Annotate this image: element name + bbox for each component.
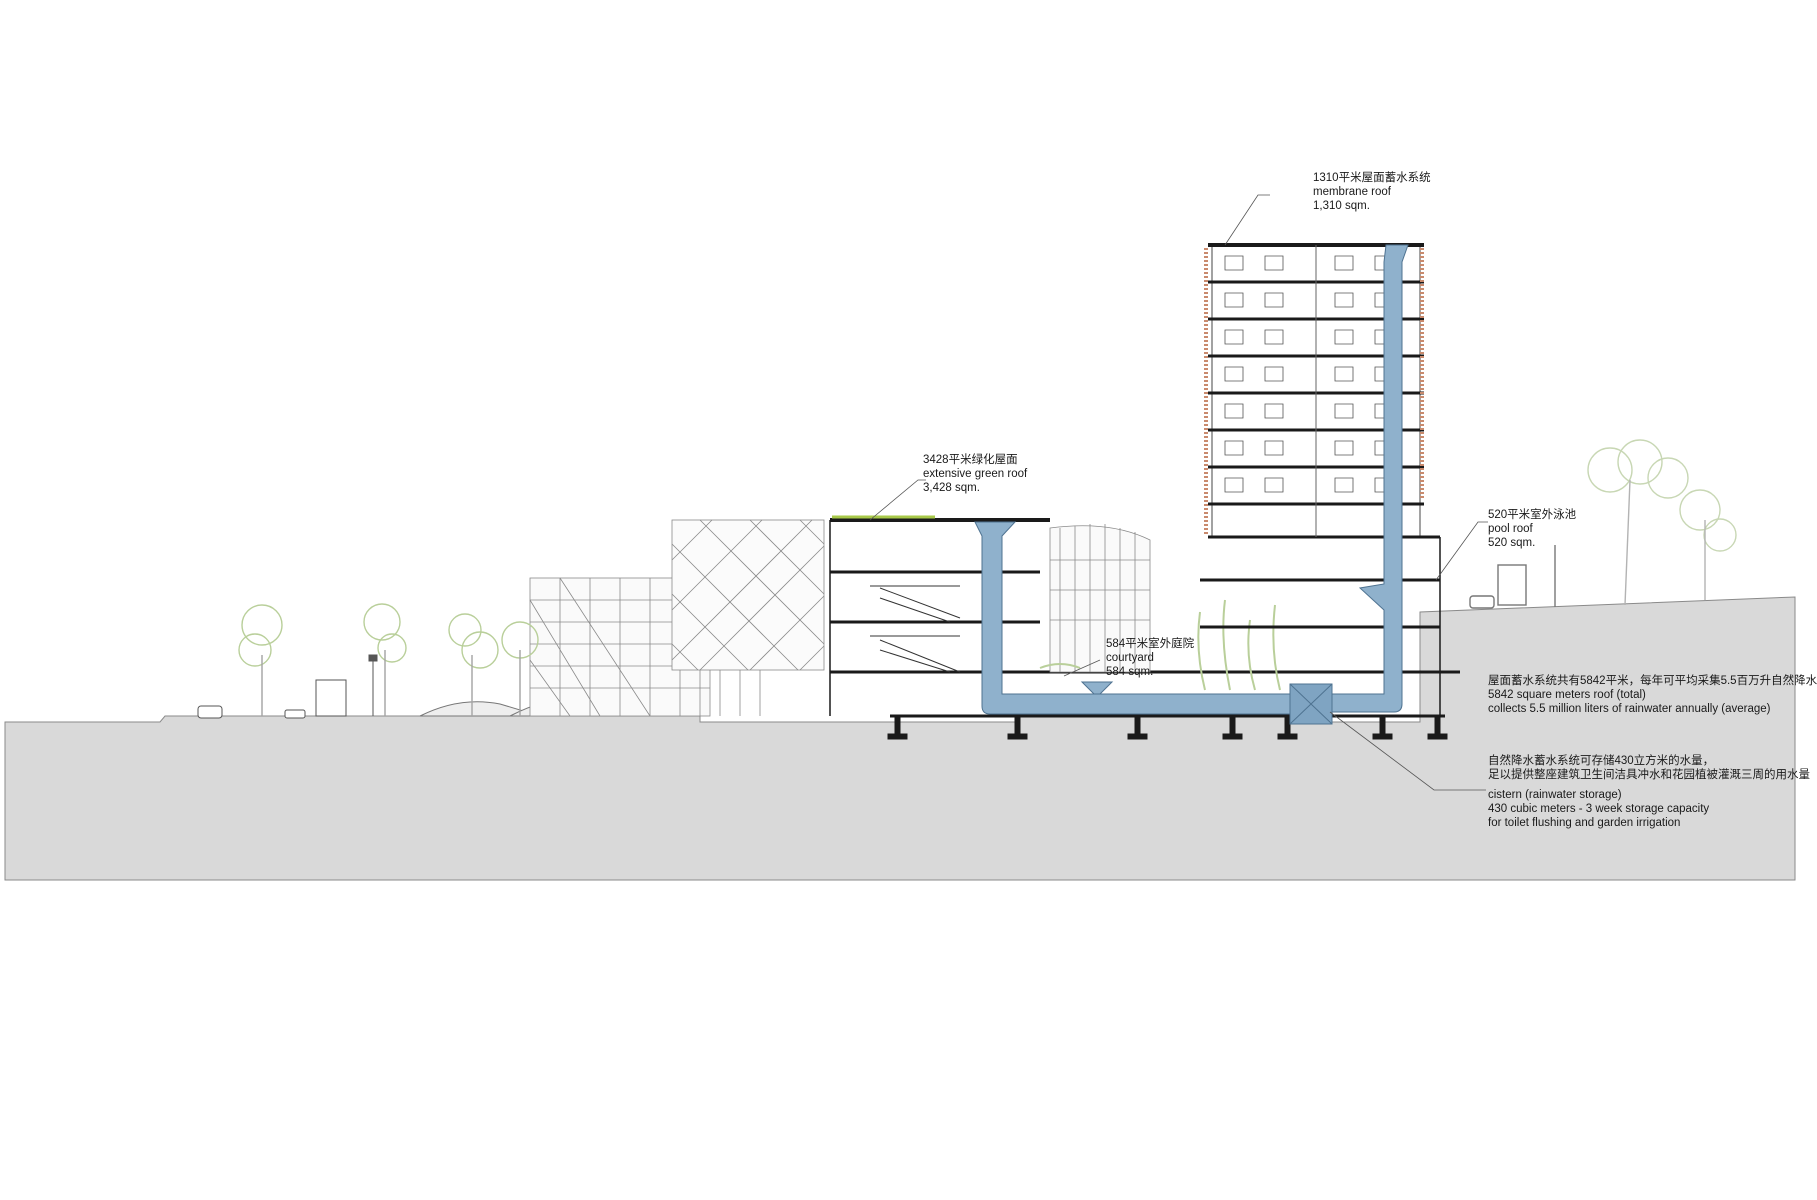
tower-structure xyxy=(1200,243,1441,716)
basement-structure xyxy=(887,714,1448,740)
label-membrane-roof: 1310平米屋面蓄水系统 membrane roof 1,310 sqm. xyxy=(1313,172,1431,212)
rainwater-pipe-system xyxy=(974,244,1409,725)
trees-left xyxy=(238,603,539,716)
trees-right xyxy=(1469,439,1737,609)
glass-canopy xyxy=(1049,524,1151,673)
diagrid-facade-volume xyxy=(671,519,825,716)
label-roof-total: 屋面蓄水系统共有5842平米，每年可平均采集5.5百万升自然降水 5842 sq… xyxy=(1488,675,1817,715)
label-pool-roof: 520平米室外泳池 pool roof 520 sqm. xyxy=(1488,509,1577,549)
label-courtyard: 584平米室外庭院 courtyard 584 sqm. xyxy=(1106,638,1195,678)
label-green-roof: 3428平米绿化屋面 extensive green roof 3,428 sq… xyxy=(923,454,1028,494)
label-cistern: 自然降水蓄水系统可存储430立方米的水量， 足以提供整座建筑卫生间洁具冲水和花园… xyxy=(1488,755,1810,829)
left-street-elements xyxy=(197,654,378,719)
courtyard-planting xyxy=(1039,599,1281,691)
annotation-leaders xyxy=(869,194,1488,791)
